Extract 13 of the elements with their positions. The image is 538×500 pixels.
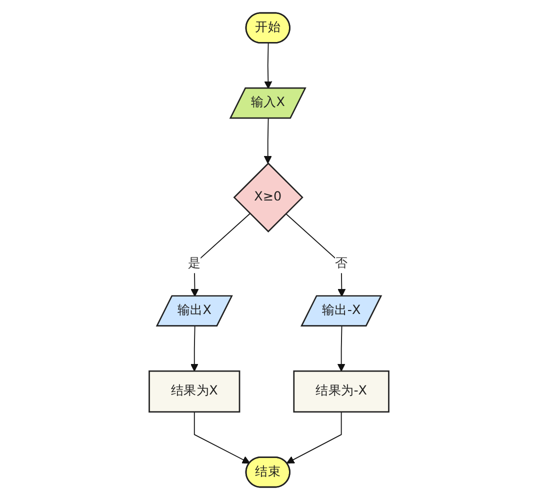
edge-label: 是 (188, 256, 201, 270)
node-diamond: X≥0 (233, 162, 304, 232)
arrow (285, 213, 346, 297)
node-box: 结果为X (148, 370, 240, 413)
arrow (194, 411, 250, 464)
arrow (190, 213, 250, 297)
arrow (264, 42, 272, 89)
arrow (264, 118, 272, 164)
arrow (286, 411, 342, 464)
arrow (337, 326, 346, 372)
edge-label: 否 (334, 256, 348, 270)
node-box: 结果为-X (293, 370, 390, 413)
arrow (190, 326, 198, 372)
